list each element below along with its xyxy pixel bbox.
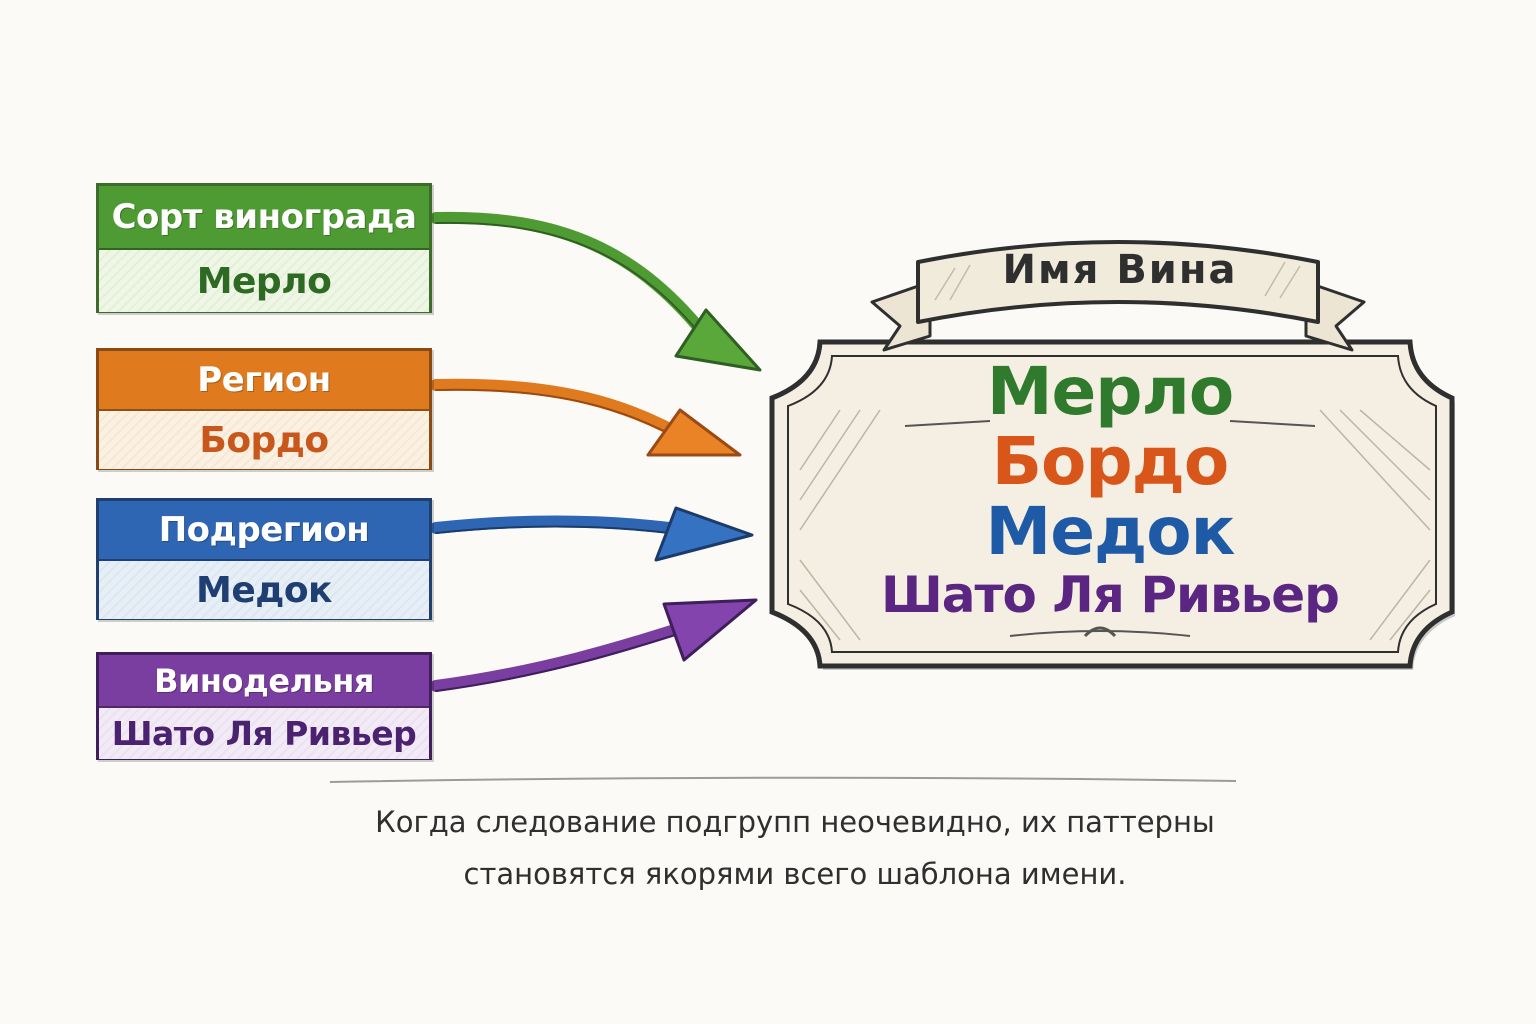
label-banner-title: Имя Вина bbox=[1002, 247, 1238, 293]
arrow-grape bbox=[430, 211, 762, 372]
region-header: Регион bbox=[99, 351, 429, 411]
caption-divider bbox=[329, 776, 1237, 783]
label-line-grape: Мерло bbox=[986, 353, 1234, 430]
subregion-header: Подрегион bbox=[99, 501, 429, 561]
arrow-winery bbox=[430, 598, 758, 692]
input-box-subregion: Подрегион Медок bbox=[96, 498, 432, 620]
input-box-winery: Винодельня Шато Ля Ривьер bbox=[96, 652, 432, 760]
label-line-winery: Шато Ля Ривьер bbox=[881, 566, 1340, 624]
wine-label bbox=[769, 339, 1455, 670]
grape-header: Сорт винограда bbox=[99, 186, 429, 250]
winery-header: Винодельня bbox=[99, 655, 429, 708]
arrow-region bbox=[430, 378, 742, 457]
grape-value: Мерло bbox=[99, 250, 429, 312]
winery-value: Шато Ля Ривьер bbox=[99, 708, 429, 759]
arrow-subregion bbox=[430, 506, 754, 562]
region-value: Бордо bbox=[99, 411, 429, 469]
label-line-subregion: Медок bbox=[985, 493, 1236, 570]
input-box-region: Регион Бордо bbox=[96, 348, 432, 470]
caption-line-1: Когда следование подгрупп неочевидно, их… bbox=[375, 805, 1215, 839]
caption: Когда следование подгрупп неочевидно, их… bbox=[330, 796, 1260, 900]
subregion-value: Медок bbox=[99, 561, 429, 619]
label-banner-ribbon bbox=[870, 240, 1366, 352]
caption-line-2: становятся якорями всего шаблона имени. bbox=[463, 857, 1127, 891]
input-box-grape: Сорт винограда Мерло bbox=[96, 183, 432, 313]
label-line-region: Бордо bbox=[991, 423, 1230, 500]
